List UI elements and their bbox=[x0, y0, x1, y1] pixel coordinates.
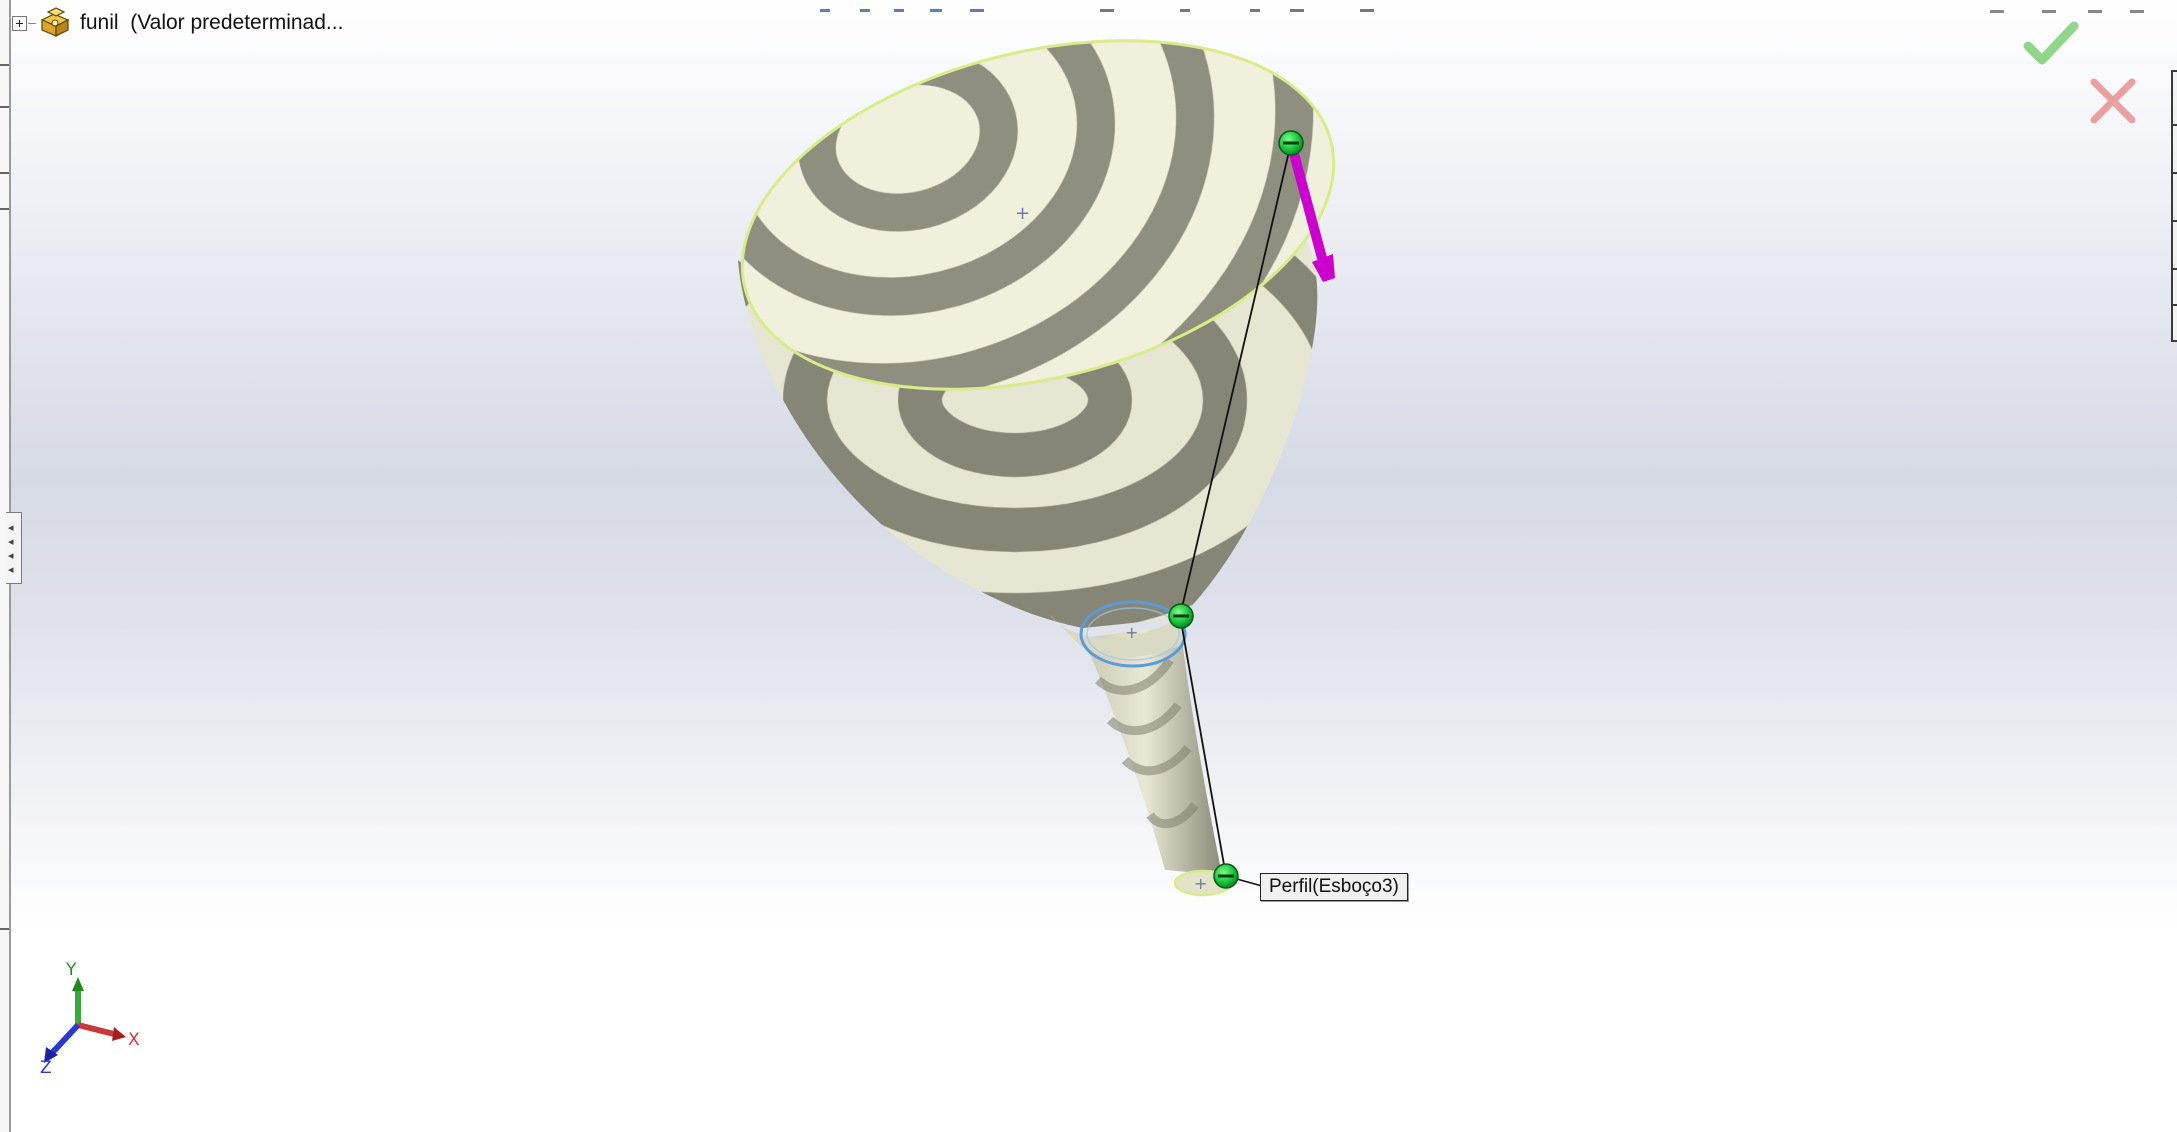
part-name-label: funil (Valor predeterminad... bbox=[80, 11, 343, 35]
connector-handle-top[interactable] bbox=[1278, 130, 1304, 156]
part-icon bbox=[40, 7, 70, 37]
chevron-left-icon: ◂ bbox=[8, 536, 14, 548]
neck-center-mark: + bbox=[1125, 623, 1138, 642]
funnel-bowl-inner[interactable] bbox=[706, 0, 1371, 446]
plus-box-icon[interactable] bbox=[12, 15, 27, 31]
chevron-left-icon: ◂ bbox=[8, 564, 14, 576]
tree-connector bbox=[28, 22, 36, 24]
triad-x-label: X bbox=[128, 1030, 140, 1050]
chevron-left-icon: ◂ bbox=[8, 550, 14, 562]
part-name: funil bbox=[80, 11, 119, 34]
feature-tree-root[interactable]: funil (Valor predeterminad... bbox=[12, 5, 343, 41]
window-controls-hint bbox=[1990, 0, 2150, 13]
profile-callout[interactable]: Perfil(Esboço3) bbox=[1260, 873, 1408, 901]
stem-center-mark: + bbox=[1194, 874, 1207, 893]
bowl-center-mark: + bbox=[1015, 203, 1030, 224]
connector-handle-bottom[interactable] bbox=[1213, 863, 1239, 889]
reference-triad: Y X Z bbox=[40, 960, 140, 1075]
collapse-panel-handle[interactable]: ◂ ◂ ◂ ◂ bbox=[6, 512, 22, 584]
neck-profile-selection[interactable] bbox=[1079, 600, 1187, 668]
toolbar-hint bbox=[820, 0, 1380, 12]
ok-button[interactable] bbox=[2022, 18, 2080, 70]
profile-callout-label: Perfil(Esboço3) bbox=[1269, 876, 1399, 897]
direction-arrow[interactable] bbox=[1288, 145, 1335, 282]
connector-line-upper bbox=[1179, 142, 1292, 617]
checkmark-icon bbox=[2023, 21, 2079, 65]
close-icon bbox=[2090, 78, 2136, 124]
funnel-neck[interactable] bbox=[1050, 615, 1182, 658]
connector-line-lower bbox=[1179, 615, 1227, 877]
task-pane-tabs[interactable] bbox=[2171, 70, 2177, 342]
triad-z-label: Z bbox=[40, 1058, 52, 1075]
triad-y-label: Y bbox=[65, 960, 77, 980]
connector-handle-middle[interactable] bbox=[1168, 603, 1194, 629]
configuration-label: (Valor predeterminad... bbox=[130, 11, 344, 34]
chevron-left-icon: ◂ bbox=[8, 522, 14, 534]
cancel-button[interactable] bbox=[2086, 74, 2140, 128]
